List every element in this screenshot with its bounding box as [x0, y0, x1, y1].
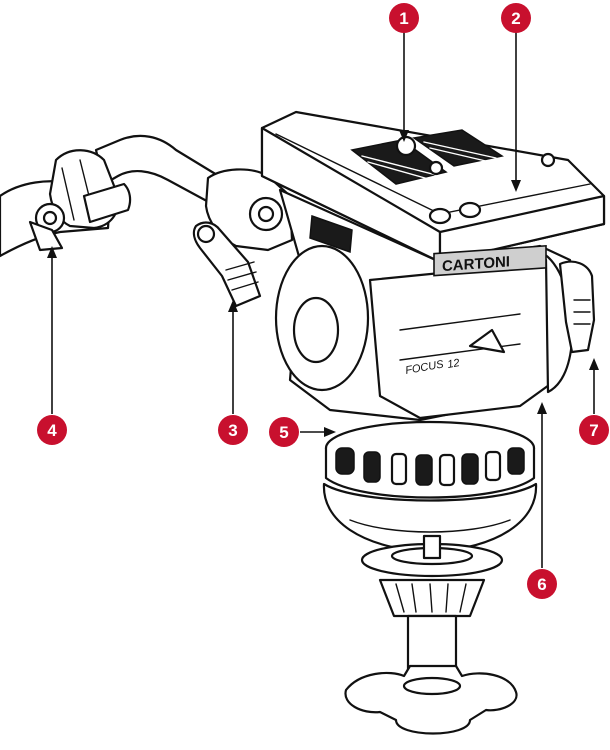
callout-3-label: 3 [228, 421, 237, 440]
bowl-base [322, 482, 538, 578]
brand-label: CARTONI [442, 253, 510, 275]
callout-2-label: 2 [511, 9, 520, 28]
callout-4-label: 4 [47, 421, 57, 440]
callout-1-label: 1 [399, 9, 408, 28]
leveling-column [344, 578, 518, 735]
callout-6: 6 [527, 569, 557, 599]
pan-handle [0, 134, 224, 258]
callout-3: 3 [218, 415, 248, 445]
callout-2: 2 [501, 3, 531, 33]
callout-5: 5 [269, 417, 299, 447]
callout-5-label: 5 [279, 423, 288, 442]
quick-release-plate [260, 110, 606, 264]
callout-1: 1 [389, 3, 419, 33]
callout-7: 7 [579, 415, 609, 445]
tilt-lock-lever [558, 260, 596, 354]
callout-7-label: 7 [589, 421, 598, 440]
model-sub-label: 12 [446, 357, 460, 371]
head-body: CARTONI FOCUS 12 [274, 188, 574, 422]
counterbalance-ring [324, 420, 536, 499]
leader-lines [47, 30, 599, 568]
handle-arm-mount [192, 168, 294, 308]
callout-4: 4 [37, 415, 67, 445]
callout-6-label: 6 [537, 575, 546, 594]
